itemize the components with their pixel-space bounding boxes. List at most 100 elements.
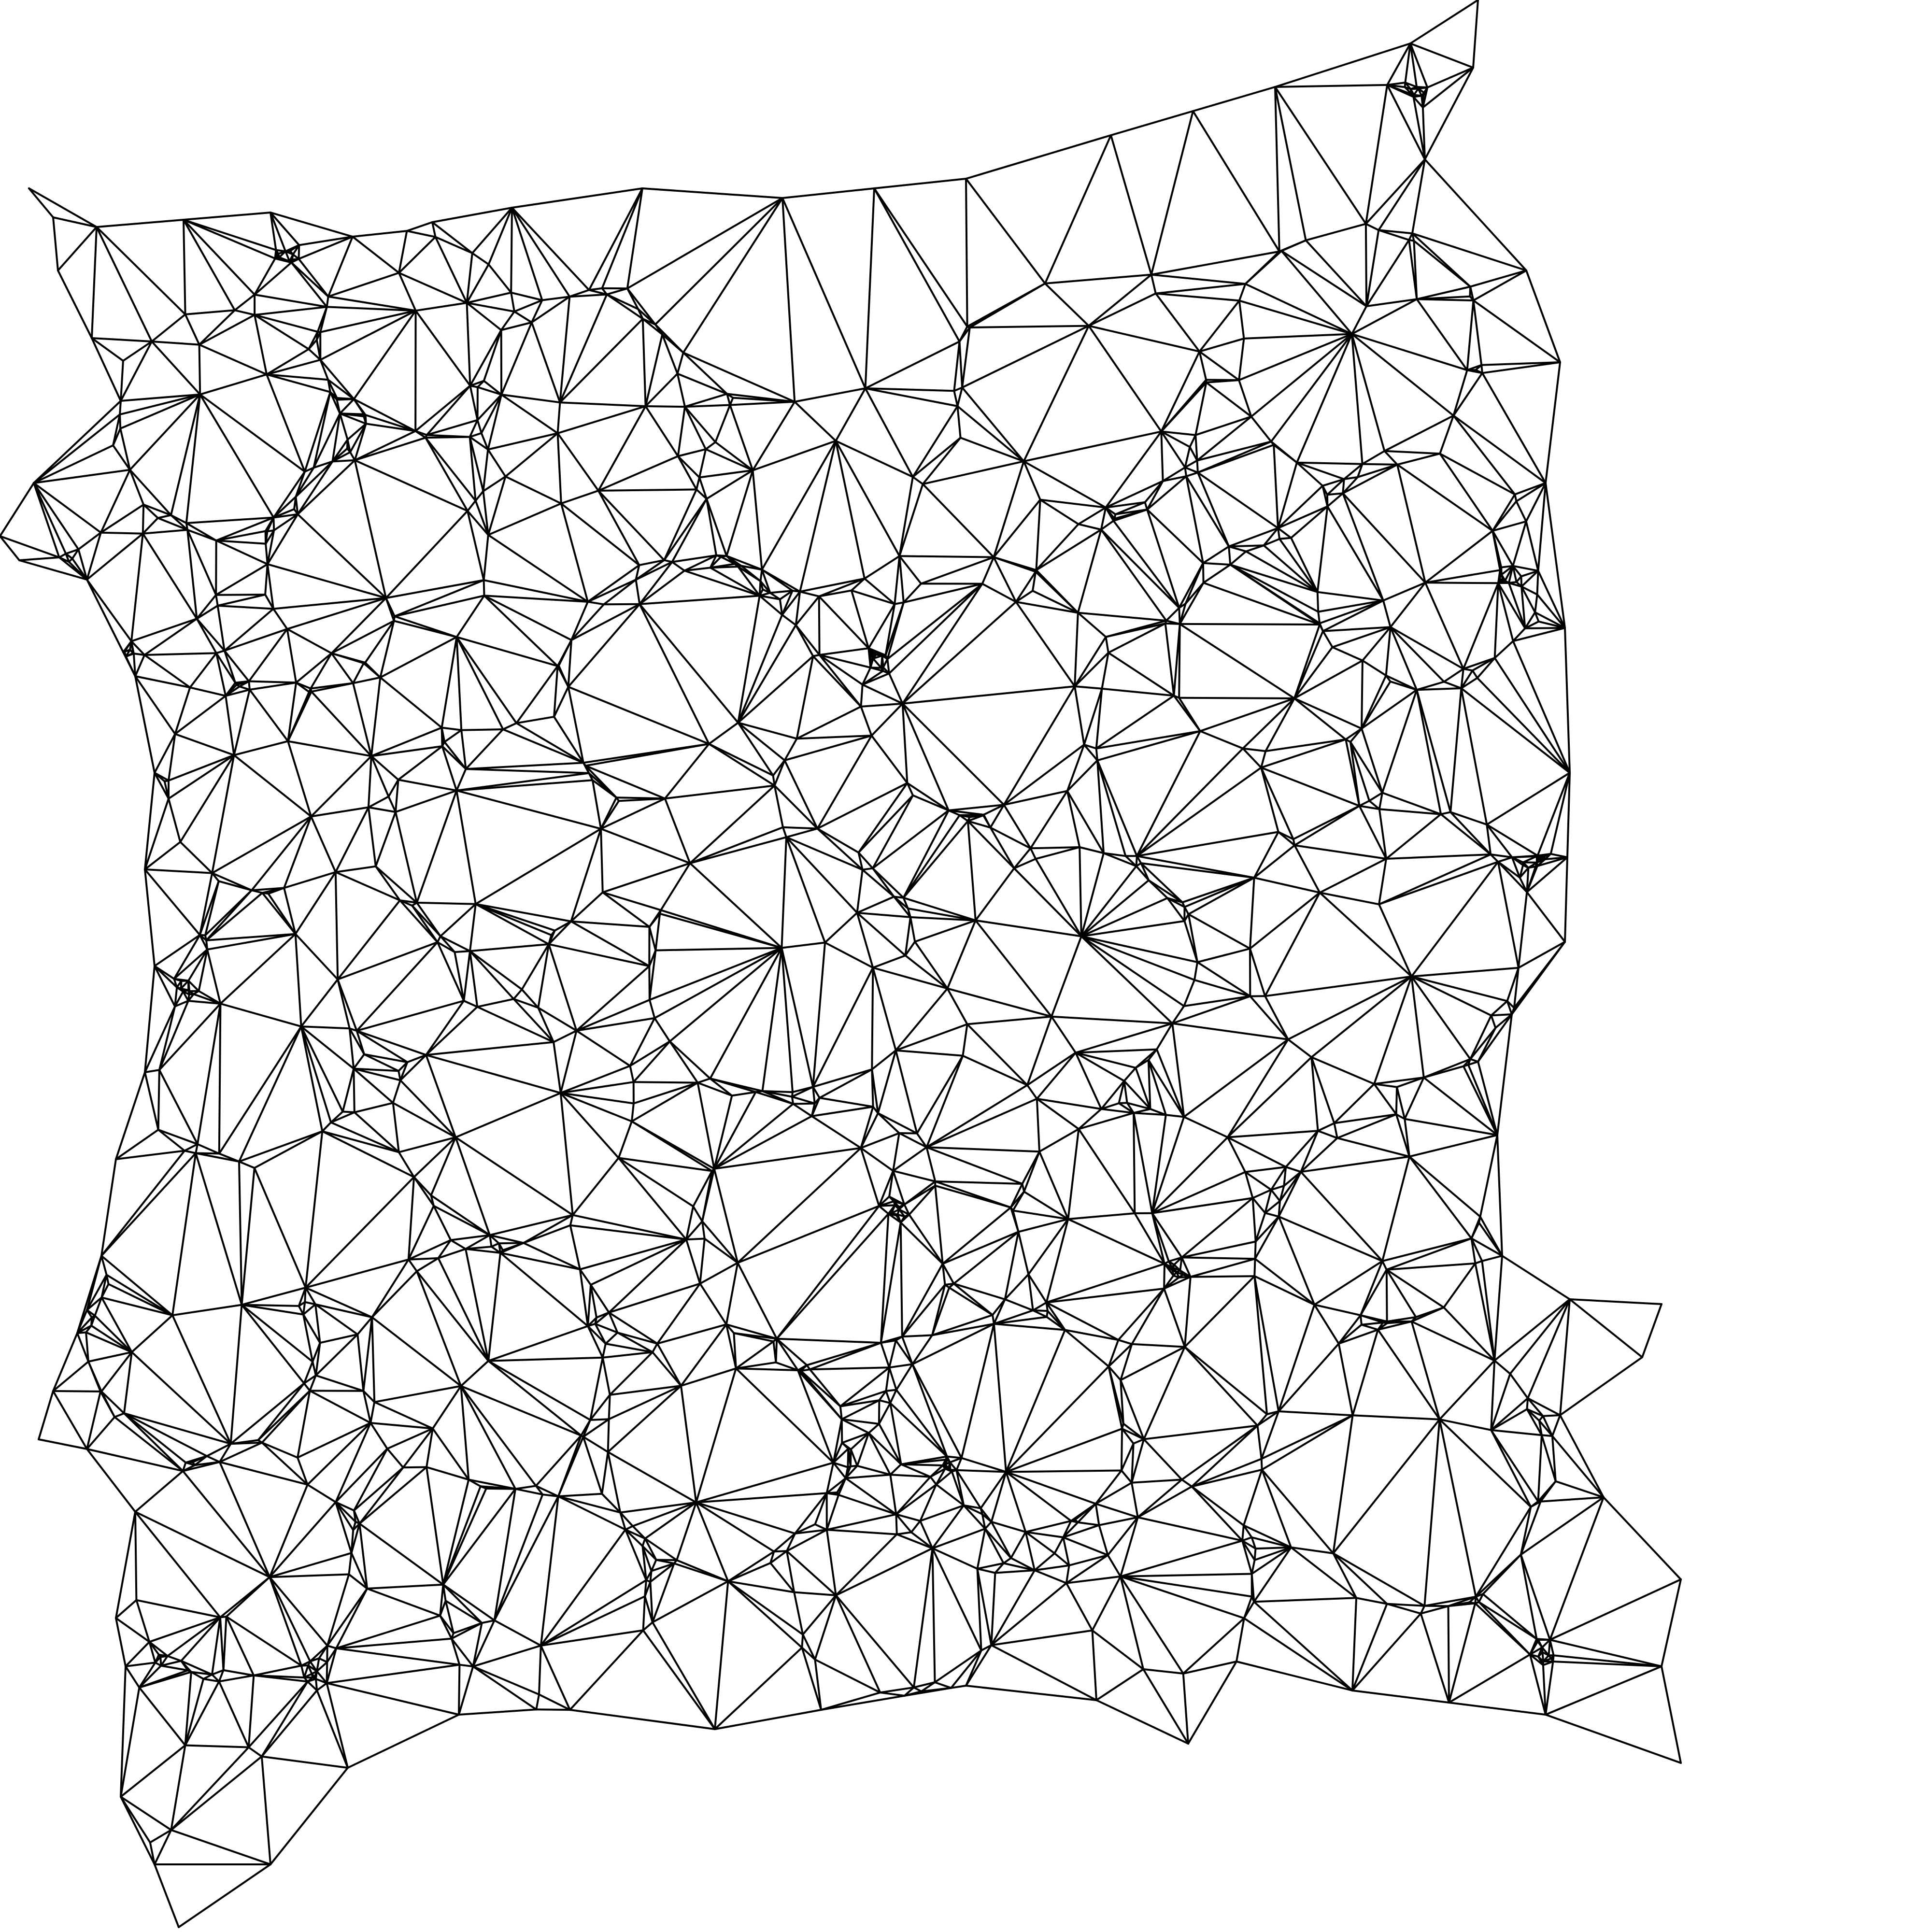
mesh-edge [548, 943, 578, 1032]
mesh-edge [895, 1483, 938, 1516]
mesh-edge [1277, 484, 1324, 529]
mesh-edge [1036, 1097, 1040, 1153]
mesh-edge [992, 1298, 1006, 1316]
mesh-edge [270, 212, 277, 251]
mesh-edge [1238, 299, 1353, 335]
mesh-edge [709, 567, 761, 597]
mesh-edge [159, 1655, 169, 1658]
mesh-edge [269, 1573, 350, 1578]
mesh-edge [1053, 1552, 1070, 1566]
mesh-edge [703, 1237, 739, 1264]
mesh-edge [335, 1588, 369, 1649]
mesh-edge [916, 1054, 964, 1135]
mesh-edge [1120, 1379, 1124, 1425]
mesh-edge [1243, 1595, 1253, 1619]
mesh-edge [406, 230, 437, 238]
mesh-edge [895, 1363, 914, 1391]
mesh-edge [814, 1658, 822, 1711]
mesh-edge [355, 1030, 365, 1055]
mesh-edge [198, 948, 209, 992]
mesh-edge [364, 620, 395, 664]
mesh-edge [253, 1130, 324, 1169]
mesh-edge [196, 1003, 222, 1145]
mesh-edge [362, 1390, 372, 1424]
mesh-edge [247, 1680, 309, 1748]
mesh-edge [469, 380, 485, 387]
mesh-edge [474, 827, 602, 905]
mesh-edge [195, 1152, 243, 1306]
mesh-edge [886, 582, 983, 660]
mesh-edge [1182, 1661, 1237, 1675]
mesh-edge [901, 702, 909, 784]
mesh-edge [1540, 1434, 1553, 1437]
mesh-edge [1253, 1597, 1358, 1603]
mesh-edge [604, 1343, 653, 1353]
mesh-edge [1250, 415, 1272, 443]
mesh-edge [314, 1303, 373, 1319]
mesh-edge [914, 940, 949, 990]
mesh-edge [814, 1523, 828, 1531]
mesh-edge [1420, 1605, 1449, 1615]
mesh-edge [601, 1351, 653, 1359]
mesh-edge [266, 373, 306, 473]
mesh-edge [1469, 1027, 1497, 1060]
mesh-edge [1279, 538, 1319, 593]
mesh-edge [906, 782, 914, 796]
mesh-edge [450, 1239, 467, 1250]
mesh-edge [1569, 1298, 1643, 1358]
mesh-edge [818, 589, 852, 597]
mesh-edge [776, 1337, 882, 1344]
mesh-edge [629, 1065, 635, 1083]
mesh-edge [353, 1102, 394, 1113]
mesh-edge [398, 236, 437, 274]
mesh-edge [663, 497, 708, 561]
mesh-edge [772, 774, 776, 787]
mesh-edge [560, 502, 640, 567]
mesh-edge [981, 582, 1017, 603]
mesh-edge [154, 965, 176, 1008]
mesh-edge [994, 1569, 1036, 1574]
mesh-edge [901, 1263, 944, 1338]
mesh-edge [298, 236, 354, 260]
mesh-edge [331, 459, 356, 463]
mesh-edge [1482, 1553, 1522, 1595]
mesh-edge [469, 903, 477, 952]
mesh-edge [223, 650, 237, 684]
mesh-edge [1545, 1714, 1682, 1764]
mesh-edge [1422, 1076, 1498, 1136]
mesh-edge [334, 871, 401, 902]
mesh-edge [467, 510, 485, 582]
mesh-edge [1293, 697, 1347, 740]
mesh-edge [222, 1669, 255, 1676]
mesh-edge [1196, 471, 1279, 529]
mesh-edge [976, 1567, 993, 1647]
mesh-edge [1300, 1155, 1410, 1173]
mesh-edge [441, 745, 458, 792]
mesh-edge [617, 1157, 713, 1172]
mesh-edge [1027, 1273, 1034, 1311]
mesh-edge [1131, 1442, 1135, 1484]
mesh-edge [644, 405, 679, 457]
mesh-edge [1274, 84, 1389, 88]
mesh-edge [1067, 1128, 1080, 1220]
mesh-edge [327, 379, 331, 393]
mesh-edge [465, 768, 590, 774]
mesh-edge [521, 988, 540, 1009]
mesh-edge [166, 1616, 221, 1657]
mesh-edge [761, 947, 783, 1092]
mesh-edge [327, 379, 355, 400]
mesh-edge [961, 325, 1090, 389]
mesh-edge [1293, 844, 1387, 860]
mesh-edge [358, 1466, 428, 1525]
mesh-edge [1277, 831, 1294, 840]
mesh-edge [1264, 738, 1347, 753]
mesh-edge [450, 1637, 474, 1668]
mesh-edge [1241, 1536, 1253, 1542]
mesh-edge [799, 440, 837, 593]
mesh-edge [1103, 852, 1127, 857]
mesh-edge [1447, 1595, 1477, 1607]
mesh-edge [1350, 333, 1455, 417]
mesh-edge [437, 1239, 452, 1259]
mesh-edge [776, 1337, 799, 1371]
mesh-edge [888, 1366, 897, 1391]
